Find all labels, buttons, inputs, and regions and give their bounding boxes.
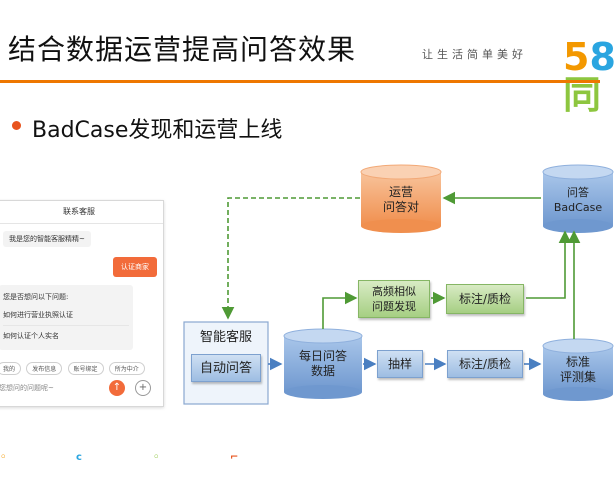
flow-diagram	[183, 164, 614, 405]
arrow-label-to-badcase	[526, 230, 572, 299]
chat-input[interactable]: 您想问的问题呢~	[0, 384, 54, 392]
auto-qa-box: 自动问答	[191, 354, 261, 382]
std-eval-line1: 标准	[565, 355, 590, 369]
highfreq-line1: 高频相似	[372, 285, 416, 298]
badcase-line1: 问答	[567, 186, 589, 199]
footer-dot-green-icon: ◦	[153, 452, 160, 463]
quick-chips: 我的 发布信息 账号绑定 所为中介	[0, 362, 148, 375]
bot-greeting: 我是您的智能客服精精~	[3, 231, 91, 247]
dashed-arrow-ops-to-service	[221, 197, 360, 320]
highfreq-box: 高频相似 问题发现	[358, 280, 430, 318]
bot-suggestion-list: 您是否想问以下问题: 如何进行营业执照认证 如何认证个人实名	[0, 285, 133, 350]
quick-chip[interactable]: 所为中介	[108, 362, 145, 375]
label-check-top-box: 标注/质检	[446, 284, 524, 314]
logo-digit-8: 8	[589, 35, 616, 79]
daily-qa-cylinder	[283, 328, 363, 399]
suggestion-option[interactable]: 如何进行营业执照认证	[3, 305, 129, 326]
ops-qa-label: 运营 问答对	[361, 178, 441, 222]
ops-qa-cylinder	[360, 164, 442, 233]
badcase-cylinder	[542, 164, 614, 233]
footer-dot-blue-icon: c	[76, 452, 82, 463]
slogan: 让生活简单美好	[422, 48, 527, 61]
chat-header: 联系客服	[0, 201, 163, 224]
chat-window: 联系客服 我是您的智能客服精精~ 认证商家 您是否想问以下问题: 如何进行营业执…	[0, 200, 164, 407]
quick-chip[interactable]: 发布信息	[26, 362, 63, 375]
smart-service-label: 智能客服	[199, 329, 252, 345]
badcase-label: 问答 BadCase	[543, 178, 613, 222]
suggestion-option[interactable]: 如何认证个人实名	[3, 332, 59, 340]
badcase-line2: BadCase	[553, 201, 603, 214]
logo-digit-5: 5	[563, 35, 590, 79]
footer-dot-orange-icon: ◦	[0, 452, 7, 463]
user-message: 认证商家	[113, 257, 157, 277]
std-eval-cylinder	[542, 338, 614, 401]
page-title: 结合数据运营提高问答效果	[8, 33, 357, 66]
daily-qa-line1: 每日问答	[298, 349, 347, 363]
send-icon[interactable]: ↑	[109, 380, 125, 396]
bullet-dot-icon	[12, 121, 21, 130]
suggestion-intro: 您是否想问以下问题:	[3, 293, 69, 301]
std-eval-line2: 评测集	[559, 370, 596, 384]
bullet-text: BadCase发现和运营上线	[32, 118, 283, 143]
std-eval-label: 标准 评测集	[543, 350, 613, 390]
plus-icon[interactable]: +	[135, 380, 151, 396]
header-divider	[0, 80, 600, 83]
footer-dot-red-icon: ⌐	[230, 452, 239, 463]
ops-qa-line2: 问答对	[382, 200, 419, 214]
arrow-daily-to-highfreq	[322, 291, 358, 329]
quick-chip[interactable]: 账号绑定	[67, 362, 104, 375]
daily-qa-label: 每日问答 数据	[284, 344, 362, 384]
label-check-bottom-box: 标注/质检	[447, 350, 523, 378]
highfreq-line2: 问题发现	[372, 300, 416, 313]
sampling-box: 抽样	[377, 350, 423, 378]
ops-qa-line1: 运营	[388, 185, 413, 199]
quick-chip[interactable]: 我的	[0, 362, 22, 375]
daily-qa-line2: 数据	[310, 364, 335, 378]
